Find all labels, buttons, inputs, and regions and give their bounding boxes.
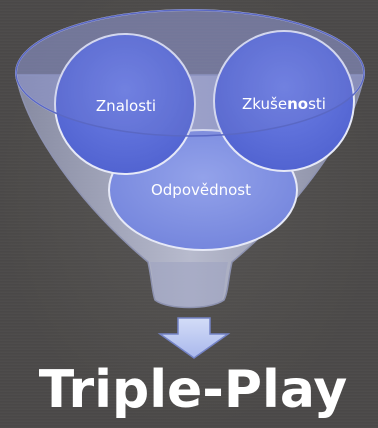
- knowledge-circle: [54, 33, 196, 175]
- knowledge-label: Znalosti: [96, 97, 156, 115]
- experience-label-part-2: no: [287, 95, 308, 113]
- down-arrow-icon: [157, 317, 231, 359]
- funnel-neck: [150, 262, 228, 307]
- result-title: Triple-Play: [39, 360, 347, 420]
- responsibility-label: Odpovědnost: [151, 181, 251, 199]
- funnel-rim-overlay: [15, 9, 365, 137]
- experience-label-part-1: Zkuše: [242, 95, 287, 113]
- experience-label-part-3: sti: [308, 95, 326, 113]
- experience-circle: [213, 30, 355, 172]
- experience-label: Zkušenosti: [242, 95, 326, 113]
